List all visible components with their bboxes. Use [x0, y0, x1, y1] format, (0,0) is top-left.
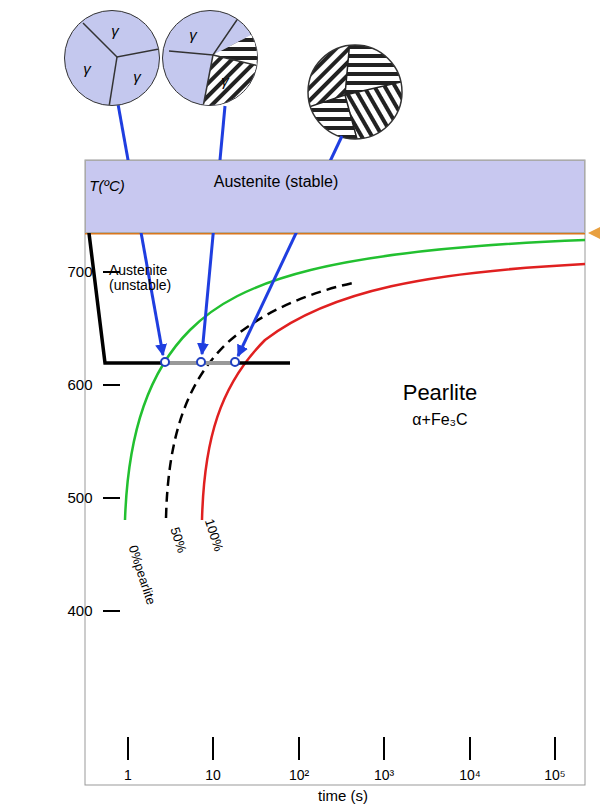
phase-symbol: γ [83, 61, 91, 78]
transforming-grains-circle: γγ [162, 10, 258, 106]
region-label: Pearlite [403, 381, 478, 405]
tick-label: 10⁵ [544, 768, 565, 783]
phase-symbol: γ [189, 27, 197, 44]
tick-label: 10 [205, 768, 221, 783]
band-label: Austenite (stable) [214, 173, 339, 191]
stable-band: Austenite (stable) [85, 160, 585, 233]
tick-label: 400 [67, 603, 92, 620]
phase-symbol: γ [111, 23, 119, 40]
austenite-grains-circle: γ γ γ [64, 10, 160, 106]
axis-title: time (s) [318, 788, 368, 805]
tick-label: 1 [124, 768, 132, 783]
axis-title: T(ºC) [89, 178, 124, 195]
phase-formula: α+Fe₃C [412, 411, 467, 429]
tick-label: 10³ [374, 768, 394, 783]
tick-label: 10² [289, 768, 309, 783]
phase-symbol: γ [221, 73, 229, 90]
tick-label: 10⁴ [459, 768, 481, 783]
tick-label: 500 [67, 490, 92, 507]
tick-label: 700 [67, 264, 92, 281]
phase-symbol: γ [133, 69, 141, 86]
grain-boundaries [163, 11, 258, 106]
region-label: Austenite (unstable) [109, 263, 205, 294]
tick-label: 600 [67, 377, 92, 394]
